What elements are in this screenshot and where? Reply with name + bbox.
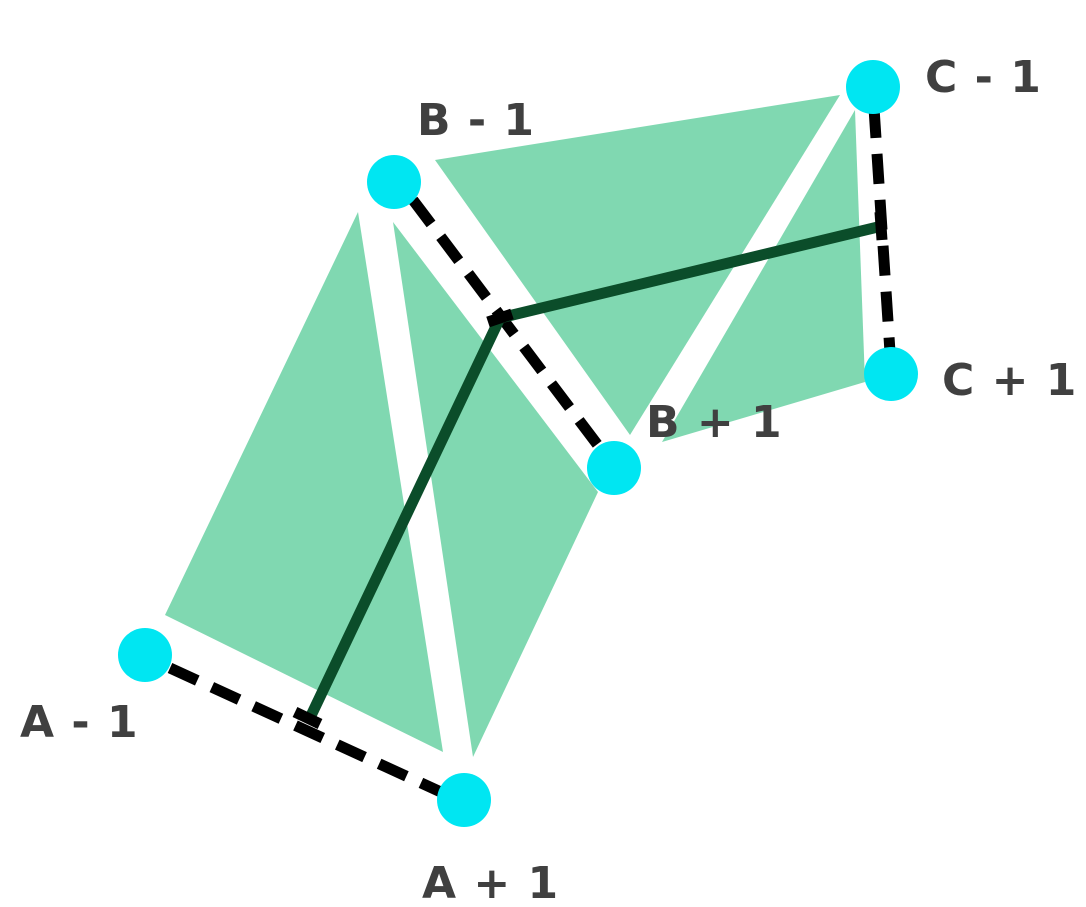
- label-c-plus: C + 1: [942, 355, 1077, 406]
- label-a-minus: A - 1: [20, 697, 139, 748]
- label-b-plus: B + 1: [646, 397, 783, 448]
- control-points: [118, 60, 918, 827]
- point-b-minus: [367, 155, 421, 209]
- point-a-minus: [118, 628, 172, 682]
- spine-segment-b-c: [498, 220, 884, 324]
- label-c-minus: C - 1: [925, 52, 1042, 103]
- triangle-b1: [435, 95, 840, 435]
- spine-tick-b: [486, 308, 514, 328]
- point-b-plus: [587, 441, 641, 495]
- spine-segment-a-b: [303, 315, 505, 725]
- spine-polyline: [292, 211, 888, 729]
- dashed-segment-c: [868, 107, 896, 353]
- label-b-minus: B - 1: [417, 95, 535, 146]
- spine-tick-a: [292, 707, 323, 729]
- triangle-strip: [165, 95, 865, 757]
- dashed-segment-a: [167, 662, 446, 799]
- point-c-plus: [864, 347, 918, 401]
- triangle-b2: [662, 110, 865, 442]
- triangle-a1: [165, 212, 443, 752]
- point-a-plus: [437, 773, 491, 827]
- point-c-minus: [846, 60, 900, 114]
- triangle-a2: [393, 222, 598, 757]
- point-labels: A - 1 A + 1 B - 1 B + 1 C - 1 C + 1: [20, 52, 1077, 907]
- dashed-segment-b: [408, 196, 608, 456]
- label-a-plus: A + 1: [422, 858, 559, 907]
- dashed-segments: [167, 107, 896, 799]
- spine-tick-c: [874, 211, 888, 241]
